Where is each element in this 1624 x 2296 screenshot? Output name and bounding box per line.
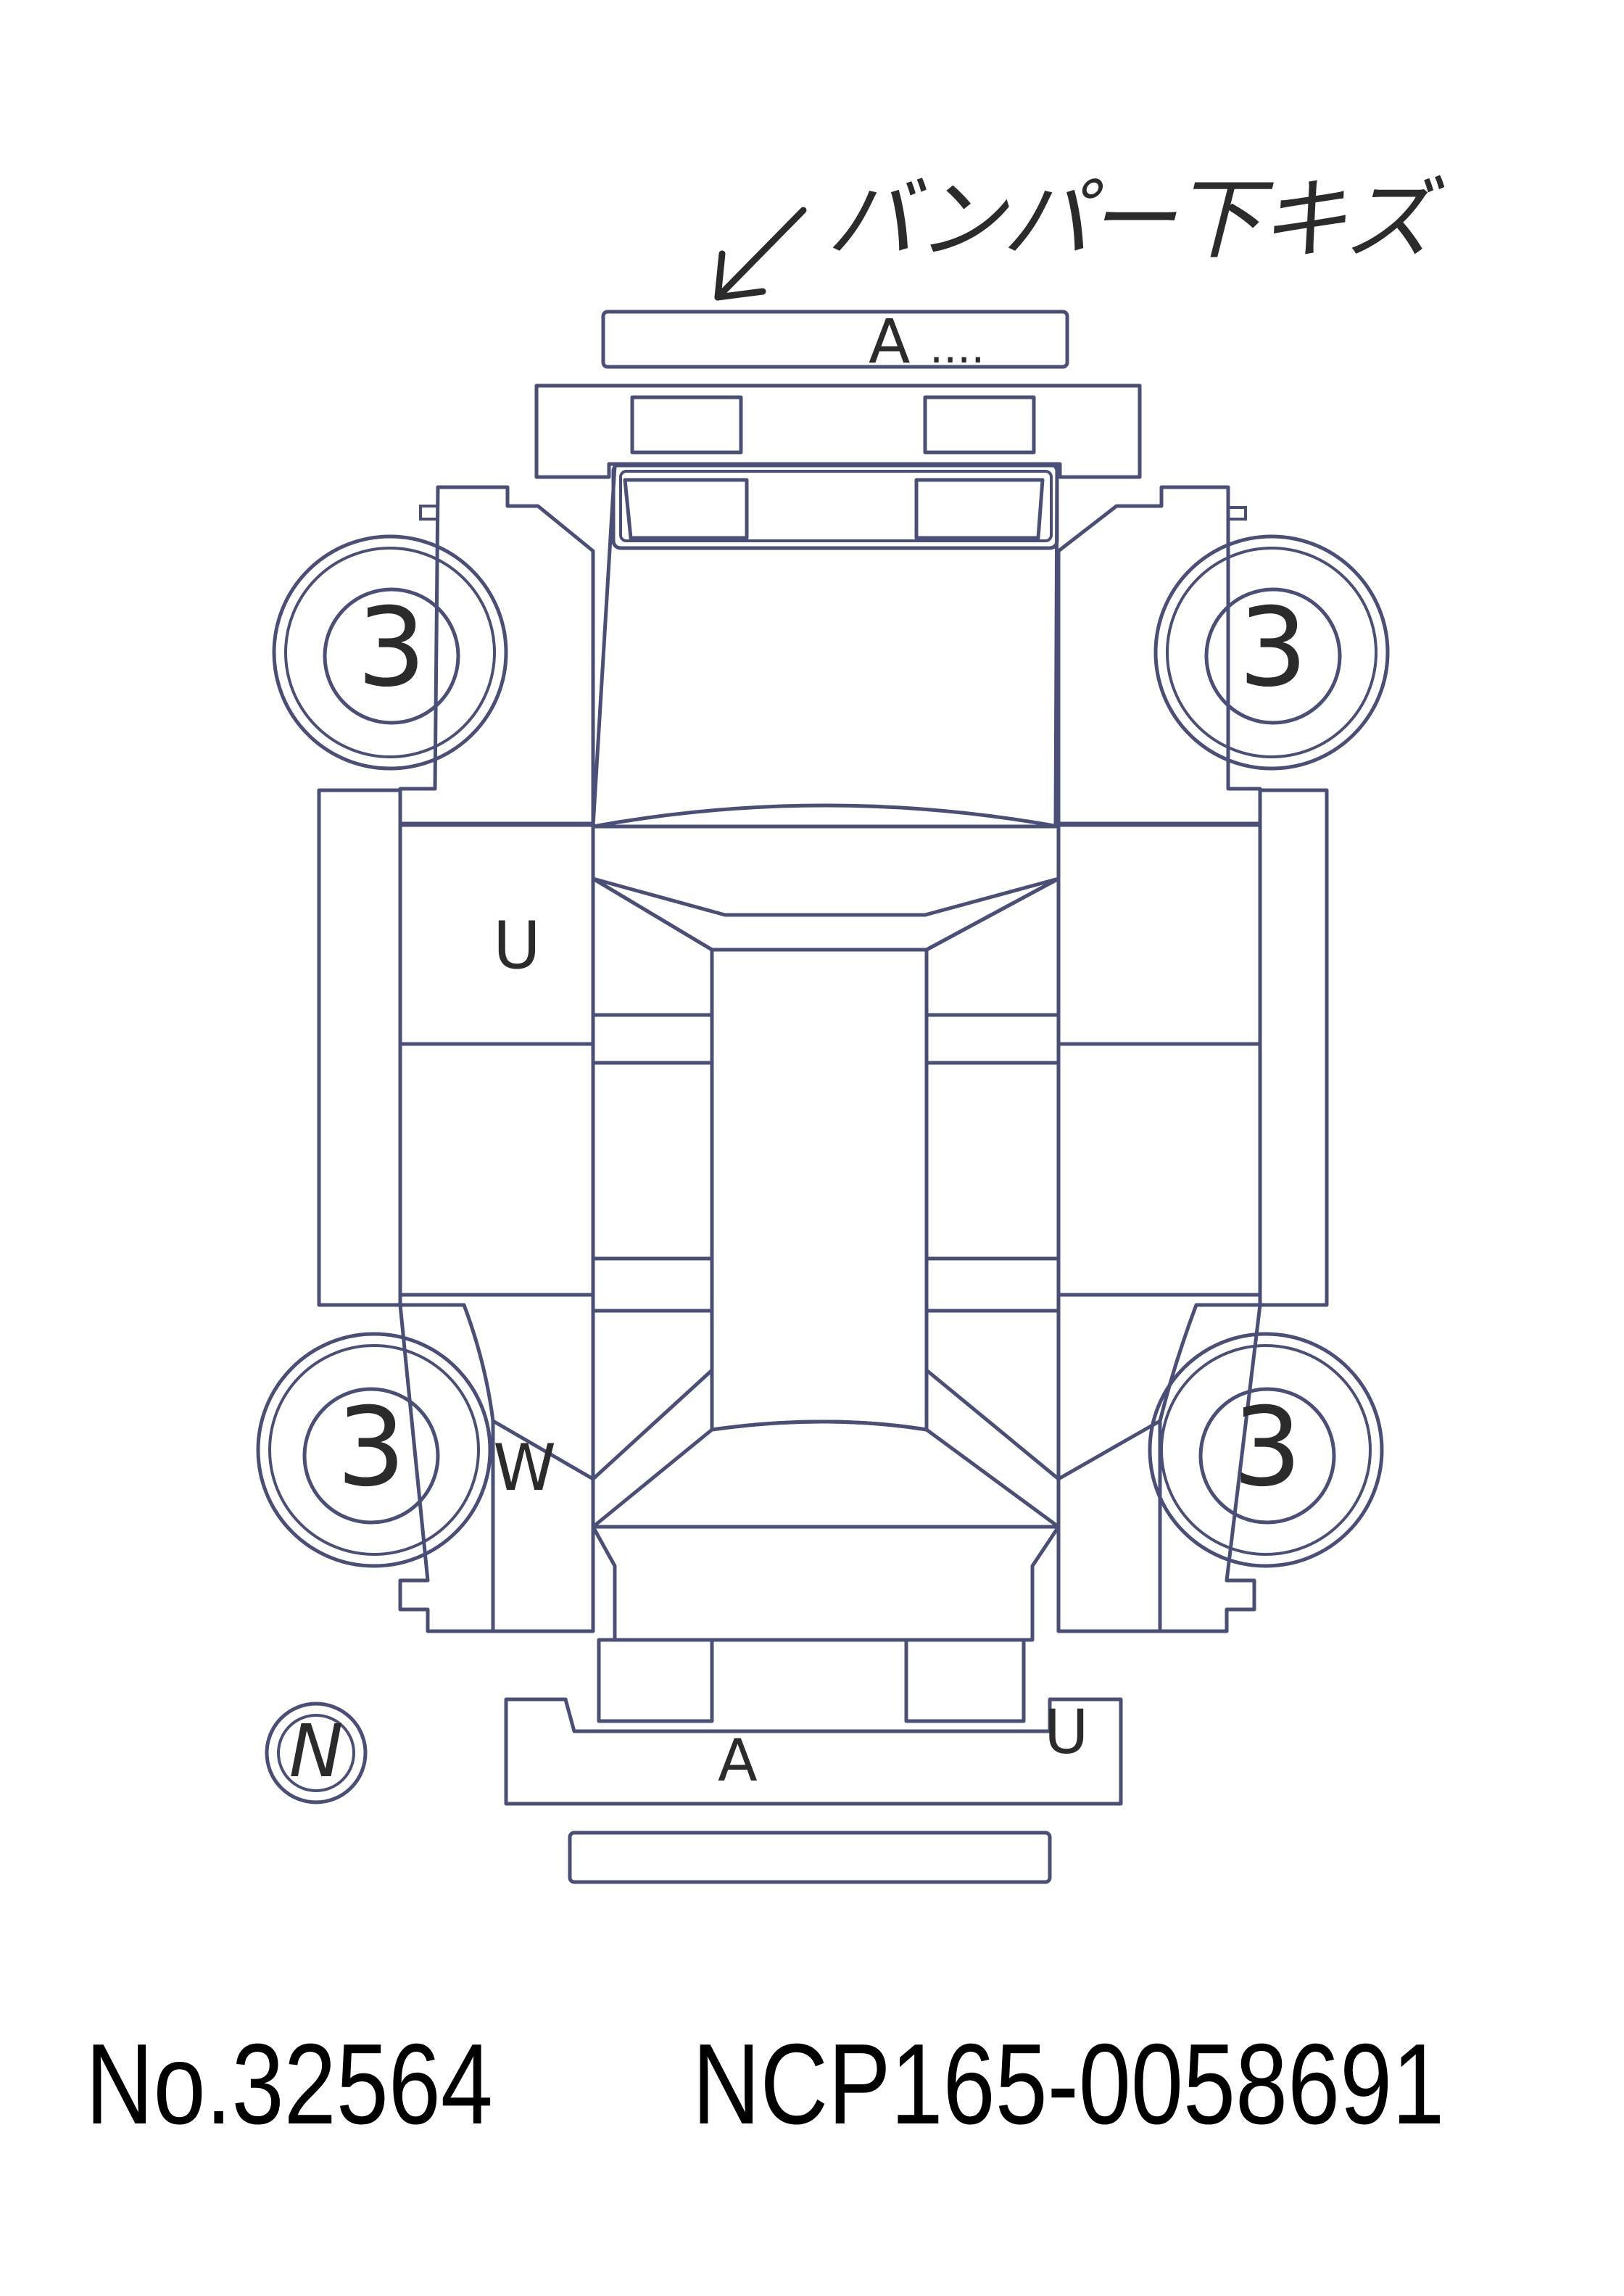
rear-bumper (504, 1697, 1123, 1806)
front-right-fender (1056, 485, 1262, 827)
tire-front-left (272, 534, 508, 771)
spare-tire (265, 1702, 368, 1804)
note-arrow-icon (714, 207, 807, 301)
front-bumper-damage-mark: A (869, 306, 910, 377)
rear-bumper-corner-mark: U (1044, 1696, 1088, 1767)
front-left-fender (398, 485, 595, 827)
trunk (591, 1525, 1061, 1723)
front-bumper-damage-dots: .... (929, 323, 985, 373)
left-rear-damage-mark: W (493, 1430, 556, 1505)
front-bumper-lip (601, 310, 1069, 369)
stock-number: No.32564 (86, 2021, 493, 2148)
rear-bumper-lip (568, 1831, 1052, 1884)
tire-grade-front-left: 3 (357, 585, 426, 711)
rear-window (591, 1420, 1061, 1529)
tire-rear-left (256, 1332, 492, 1568)
front-bumper (534, 384, 1142, 479)
left-side-doors (317, 788, 595, 1307)
tire-rear-right (1148, 1332, 1384, 1568)
rear-bumper-damage-mark: A (718, 1727, 758, 1794)
left-rear-quarter (398, 1303, 595, 1633)
tire-grade-rear-left: 3 (336, 1385, 405, 1511)
roof (710, 948, 929, 1432)
bumper-note: バンパー下キズ (826, 168, 1445, 271)
right-side-doors (1056, 788, 1329, 1307)
pillars-left (591, 876, 714, 1481)
tire-front-right (1153, 534, 1390, 771)
spare-mark: N (289, 1709, 344, 1794)
tire-grade-front-right: 3 (1238, 585, 1307, 711)
left-door-damage-mark: U (493, 908, 541, 984)
hood (591, 462, 1059, 829)
tire-grade-rear-right: 3 (1232, 1385, 1301, 1511)
right-rear-quarter (1056, 1303, 1262, 1633)
pillars-right (924, 876, 1061, 1481)
chassis-number: NCP165-0058691 (692, 2021, 1445, 2148)
